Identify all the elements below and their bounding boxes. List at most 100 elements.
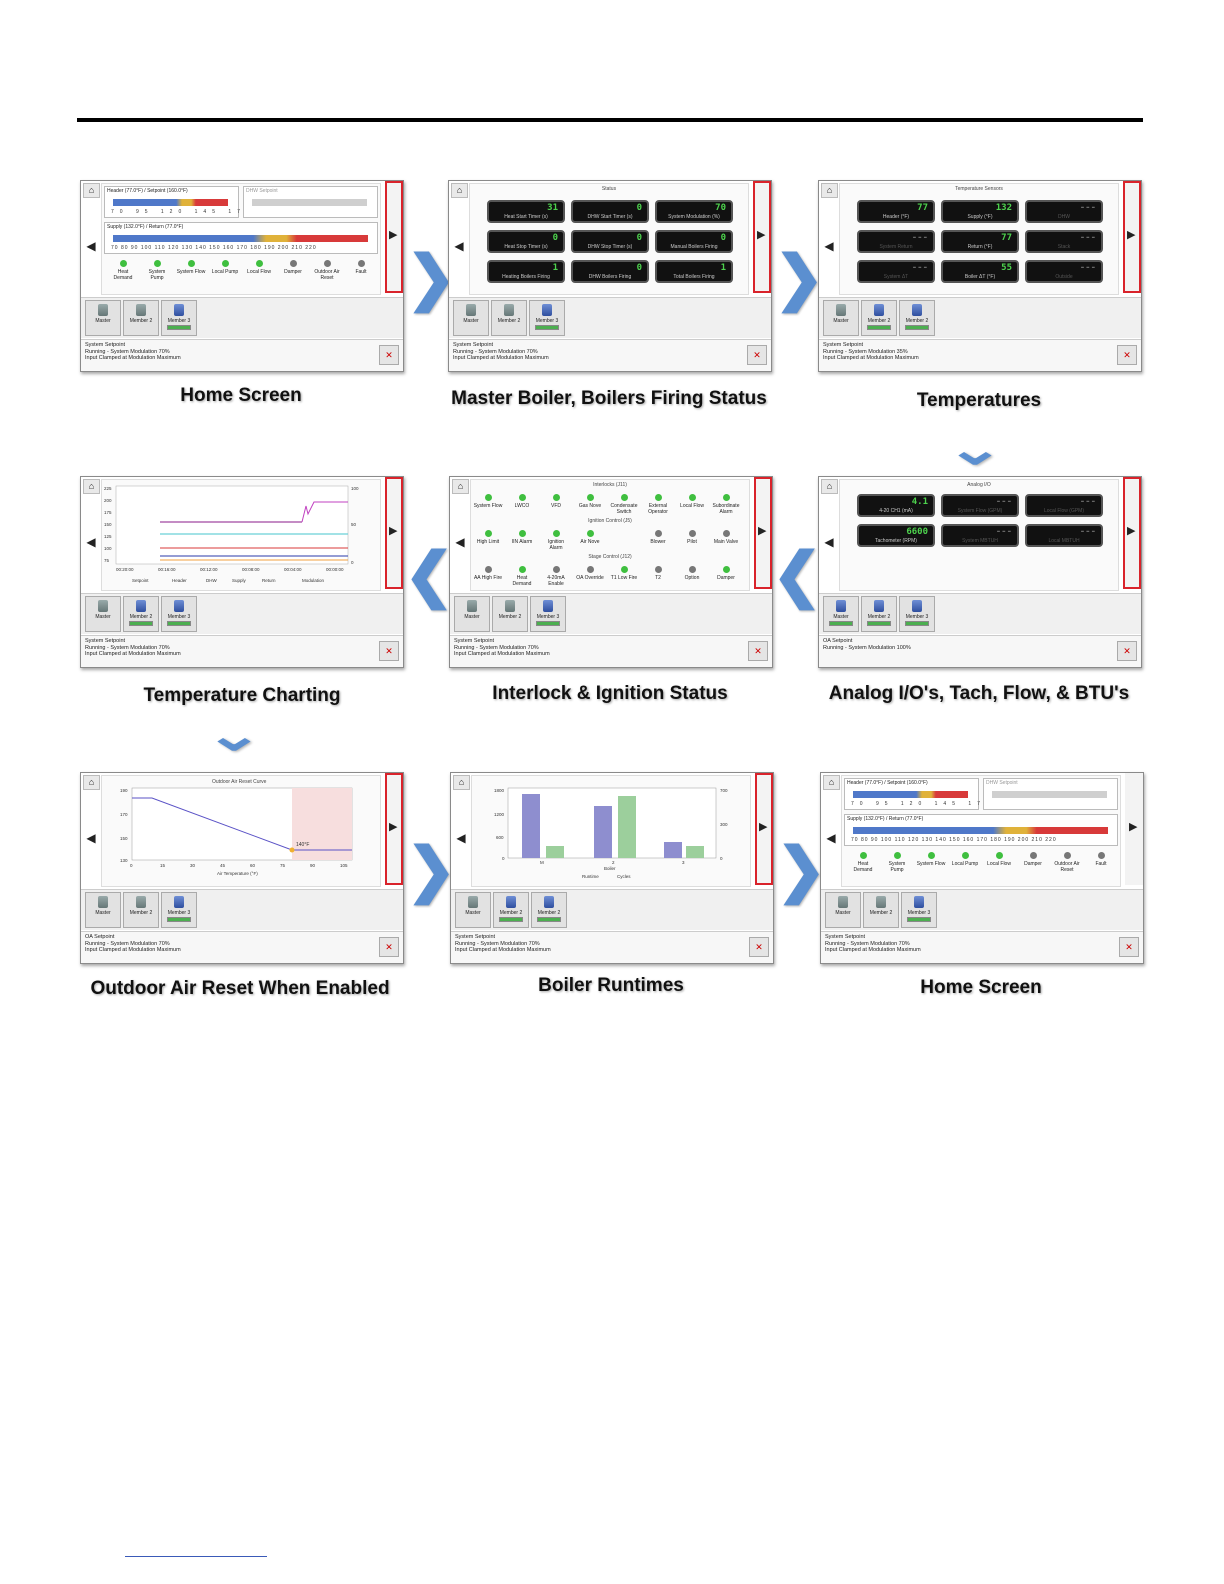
home-icon[interactable]: ⌂ (821, 183, 838, 198)
chevron-right-icon[interactable]: ▶ (754, 477, 772, 589)
io-item: Subordinate Alarm (711, 494, 741, 515)
tile: ---System MBTUH (941, 524, 1019, 547)
chevron-right-icon[interactable]: ▶ (1123, 181, 1141, 293)
home-icon[interactable]: ⌂ (452, 479, 469, 494)
io-item: LWCO (507, 494, 537, 509)
member-2[interactable]: Member 2 (123, 892, 159, 928)
member-bar: Master Member 2 Member 3 (819, 593, 1141, 634)
speaker-mute-icon[interactable]: ✕ (1117, 345, 1137, 365)
member-master[interactable]: Master (823, 300, 859, 336)
chevron-right-icon: ❯ (406, 244, 457, 311)
x-tick: 0 (130, 863, 133, 868)
home-icon[interactable]: ⌂ (83, 183, 100, 198)
y2-tick: 300 (720, 822, 728, 827)
member-3[interactable]: Member 2 (531, 892, 567, 928)
chevron-left-icon[interactable]: ◀ (86, 239, 96, 253)
member-2[interactable]: Member 2 (123, 300, 159, 336)
chevron-left-icon[interactable]: ◀ (455, 535, 465, 549)
member-3[interactable]: Member 3 (901, 892, 937, 928)
panel-title: Status (601, 186, 617, 192)
member-master[interactable]: Master (85, 300, 121, 336)
x-tick: 90 (310, 863, 316, 868)
member-master[interactable]: Master (823, 596, 859, 632)
home-icon[interactable]: ⌂ (83, 775, 100, 790)
member-3[interactable]: Member 2 (899, 300, 935, 336)
home-icon[interactable]: ⌂ (453, 775, 470, 790)
chevron-left-icon[interactable]: ◀ (456, 831, 466, 845)
legend-cycles: Cycles (617, 874, 631, 879)
member-2[interactable]: Member 2 (863, 892, 899, 928)
member-2[interactable]: Member 2 (493, 892, 529, 928)
home-icon[interactable]: ⌂ (821, 479, 838, 494)
chevron-right-icon[interactable]: ▶ (385, 477, 403, 589)
chevron-left-icon[interactable]: ◀ (86, 831, 96, 845)
speaker-mute-icon[interactable]: ✕ (747, 345, 767, 365)
speaker-mute-icon[interactable]: ✕ (1119, 937, 1139, 957)
supply-bar (113, 235, 368, 242)
bar-runtime-3 (664, 842, 682, 858)
speaker-mute-icon[interactable]: ✕ (748, 641, 768, 661)
io-fault: Fault (346, 260, 376, 275)
member-master[interactable]: Master (454, 596, 490, 632)
io-item: 4-20mA Enable (541, 566, 571, 587)
member-master[interactable]: Master (455, 892, 491, 928)
member-master[interactable]: Master (85, 892, 121, 928)
home-icon[interactable]: ⌂ (451, 183, 468, 198)
caption-home-1: Home Screen (180, 385, 302, 406)
chevron-right-icon[interactable]: ▶ (385, 773, 403, 885)
home-icon[interactable]: ⌂ (823, 775, 840, 790)
member-3[interactable]: Member 3 (899, 596, 935, 632)
member-master[interactable]: Master (85, 596, 121, 632)
member-3[interactable]: Member 3 (161, 300, 197, 336)
x-tick: 30 (190, 863, 196, 868)
chevron-right-icon[interactable]: ▶ (1125, 773, 1143, 885)
bar-cycles-m (546, 846, 564, 858)
member-bar: Master Member 2 Member 3 (81, 593, 403, 634)
chevron-right-icon[interactable]: ▶ (753, 181, 771, 293)
chevron-left-icon[interactable]: ◀ (824, 535, 834, 549)
io-item: T1 Low Fire (609, 566, 639, 581)
dhw-label: DHW Setpoint (986, 780, 1018, 786)
member-2[interactable]: Member 2 (861, 300, 897, 336)
member-3[interactable]: Member 3 (161, 596, 197, 632)
chevron-left-icon[interactable]: ◀ (86, 535, 96, 549)
caption-runtimes: Boiler Runtimes (538, 975, 684, 996)
home-icon[interactable]: ⌂ (83, 479, 100, 494)
io-system-pump: System Pump (142, 260, 172, 281)
member-3[interactable]: Member 3 (530, 596, 566, 632)
speaker-mute-icon[interactable]: ✕ (379, 937, 399, 957)
caption-interlock: Interlock & Ignition Status (492, 683, 728, 704)
chevron-left-icon[interactable]: ◀ (824, 239, 834, 253)
chevron-right-icon[interactable]: ▶ (385, 181, 403, 293)
speaker-mute-icon[interactable]: ✕ (379, 641, 399, 661)
member-master[interactable]: Master (453, 300, 489, 336)
member-3[interactable]: Member 3 (161, 892, 197, 928)
chevron-left-icon[interactable]: ◀ (826, 831, 836, 845)
io-item: Local Flow (677, 494, 707, 509)
io-local-flow: Local Flow (984, 852, 1014, 867)
member-2[interactable]: Member 2 (491, 300, 527, 336)
member-2[interactable]: Member 2 (123, 596, 159, 632)
speaker-mute-icon[interactable]: ✕ (749, 937, 769, 957)
chevron-right-icon[interactable]: ▶ (755, 773, 773, 885)
chevron-left-icon: ❮ (404, 541, 455, 608)
member-2[interactable]: Member 2 (861, 596, 897, 632)
member-2[interactable]: Member 2 (492, 596, 528, 632)
dhw-bar (252, 199, 367, 206)
chevron-right-icon[interactable]: ▶ (1123, 477, 1141, 589)
speaker-mute-icon[interactable]: ✕ (1117, 641, 1137, 661)
chevron-left-icon[interactable]: ◀ (454, 239, 464, 253)
interlock-panel: Interlocks (J11) System Flow LWCO VFD Ga… (470, 479, 750, 591)
caption-home-2: Home Screen (920, 977, 1042, 998)
member-master[interactable]: Master (825, 892, 861, 928)
member-3[interactable]: Member 3 (529, 300, 565, 336)
x-tick: 2 (612, 860, 615, 865)
speaker-mute-icon[interactable]: ✕ (379, 345, 399, 365)
tile: ---System ΔT (857, 260, 935, 283)
io-local-flow: Local Flow (244, 260, 274, 275)
